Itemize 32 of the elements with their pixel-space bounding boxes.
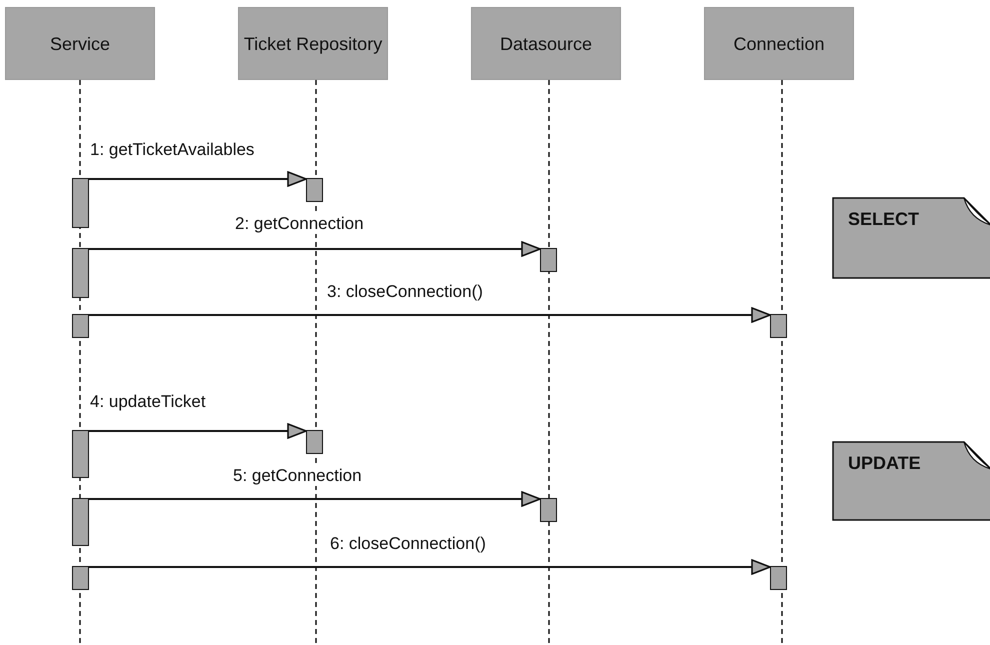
message-arrow xyxy=(89,423,307,439)
note-text: SELECT xyxy=(848,209,920,230)
message-arrow xyxy=(89,171,307,187)
activation-bar xyxy=(770,566,787,590)
activation-bar xyxy=(306,178,323,202)
activation-bar xyxy=(72,498,89,546)
message-arrow xyxy=(89,491,541,507)
message-arrow xyxy=(89,241,541,257)
participant-box xyxy=(471,7,621,80)
activation-bar xyxy=(306,430,323,454)
message-label: 4: updateTicket xyxy=(88,392,208,412)
activation-bar xyxy=(72,430,89,478)
message-label: 6: closeConnection() xyxy=(328,534,488,554)
participant-box xyxy=(5,7,155,80)
message-label: 3: closeConnection() xyxy=(325,282,485,302)
participant-box xyxy=(704,7,854,80)
message-arrow xyxy=(89,559,771,575)
participant-name: Connection xyxy=(733,32,825,54)
activation-bar xyxy=(72,248,89,298)
participant-name: Service xyxy=(50,32,110,54)
activation-bar xyxy=(72,178,89,228)
participant-box xyxy=(238,7,388,80)
participant-name: Ticket Repository xyxy=(244,32,382,54)
message-arrow xyxy=(89,307,771,323)
message-label: 1: getTicketAvailables xyxy=(88,140,256,160)
activation-bar xyxy=(72,566,89,590)
activation-bar xyxy=(770,314,787,338)
activation-bar xyxy=(540,248,557,272)
note-text: UPDATE xyxy=(848,453,921,474)
activation-bar xyxy=(540,498,557,522)
activation-bar xyxy=(72,314,89,338)
participant-name: Datasource xyxy=(500,32,592,54)
